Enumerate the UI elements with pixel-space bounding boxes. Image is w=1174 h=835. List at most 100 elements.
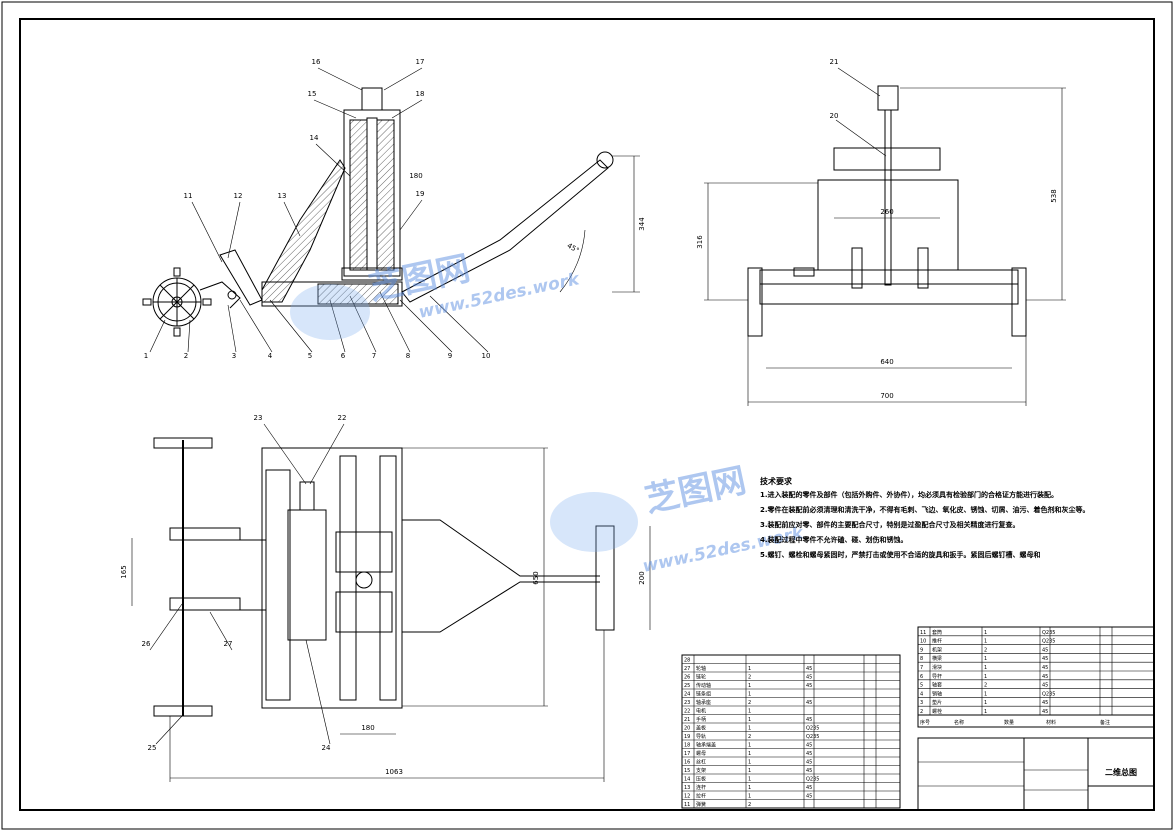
top-side-plate (265, 469, 291, 701)
angle-arc (559, 229, 586, 293)
part-label-16: 16 (312, 58, 321, 66)
bom-no: 15 (684, 768, 690, 774)
bom-no: 21 (684, 717, 690, 723)
inner-border (19, 18, 1155, 811)
part-label-3: 3 (232, 352, 236, 360)
bom-name: 手柄 (696, 716, 706, 723)
bom-mat: 45 (806, 743, 812, 749)
part-label-5: 5 (308, 352, 312, 360)
tech-req-5: 5.螺钉、螺栓和螺母紧固时，严禁打击或使用不合适的旋具和扳手。紧固后螺钉槽、螺母… (760, 550, 1041, 559)
bom-qty: 1 (748, 785, 751, 791)
bom-name: 轴承端盖 (696, 742, 716, 749)
bom-name: 轮轴 (696, 665, 706, 672)
bom-no: 11 (684, 802, 690, 808)
side-rod (884, 109, 892, 286)
part-label-26: 26 (142, 640, 151, 648)
top-carriage-1 (335, 531, 393, 573)
bom-name: 弹簧 (696, 801, 706, 808)
dimension-handle: 200 (638, 571, 646, 584)
part-label-11: 11 (184, 192, 193, 200)
bom-header-qty: 数量 (1004, 719, 1014, 726)
drawing-title: 二维总图 (1105, 767, 1137, 777)
link-arm-2 (199, 281, 241, 309)
bom-no: 24 (684, 692, 690, 698)
part-label-17: 17 (416, 58, 425, 66)
bom-mat: 45 (1042, 683, 1048, 689)
bom-mat: 45 (1042, 665, 1048, 671)
bom-no: 18 (684, 743, 690, 749)
top-sprocket-1 (169, 527, 241, 541)
bom-qty: 1 (984, 656, 987, 662)
part-label-7: 7 (372, 352, 376, 360)
bom-no: 25 (684, 683, 690, 689)
part-label-12: 12 (234, 192, 243, 200)
dimension-small: 180 (361, 724, 374, 732)
side-post-right (1011, 267, 1027, 337)
side-motor (793, 267, 815, 277)
side-frame-lower (759, 283, 1019, 305)
top-motor (299, 481, 315, 511)
bom-mat: 45 (1042, 656, 1048, 662)
bom-qty: 1 (748, 794, 751, 800)
side-tine-left (851, 247, 863, 289)
bom-mat: Q235 (1042, 630, 1055, 636)
bom-no: 6 (920, 674, 923, 680)
bom-qty: 1 (984, 700, 987, 706)
bom-mat: 45 (806, 768, 812, 774)
part-label-6: 6 (341, 352, 346, 360)
bom-qty: 1 (748, 760, 751, 766)
bom-mat: 45 (1042, 709, 1048, 715)
bom-mat: 45 (1042, 700, 1048, 706)
bom-no: 19 (684, 734, 690, 740)
dimension-frame-length: 650 (532, 571, 540, 584)
handle-grip (596, 151, 614, 169)
bom-no: 14 (684, 777, 690, 783)
bom-qty: 1 (984, 709, 987, 715)
bom-no: 22 (684, 709, 690, 715)
bom-name: 盖板 (696, 725, 706, 732)
side-view (704, 85, 1066, 406)
dimension-inner: 180 (409, 172, 422, 180)
bom-mat: 45 (806, 785, 812, 791)
part-label-19: 19 (416, 190, 425, 198)
tech-req-3: 3.装配前应对零、部件的主要配合尺寸，特别是过盈配合尺寸及相关精度进行复查。 (760, 520, 1020, 529)
bom-name: 机架 (932, 646, 942, 653)
bom-no: 8 (920, 656, 923, 662)
bom-qty: 1 (748, 743, 751, 749)
top-view (131, 437, 651, 782)
wheel-lugs (142, 267, 212, 337)
dimension-spacing: 165 (120, 565, 128, 578)
bom-name: 丝杠 (696, 759, 706, 766)
bom-name: 横梁 (932, 655, 942, 662)
bom-name: 螺母 (696, 750, 706, 757)
part-label-4: 4 (268, 352, 273, 360)
part-label-20: 20 (830, 112, 839, 120)
column-foot (341, 267, 403, 281)
part-label-10: 10 (482, 352, 491, 360)
front-view (142, 87, 640, 337)
bom-header-name: 名称 (954, 719, 964, 726)
bom-row: 8 横梁 1 45 (920, 655, 1048, 662)
bom-no: 26 (684, 675, 690, 681)
bom-header-mat: 材料 (1046, 719, 1056, 726)
bom-row: 18 轴承端盖 1 45 (684, 742, 812, 749)
bom-mat: 45 (1042, 674, 1048, 680)
bom-no: 12 (684, 794, 690, 800)
bom-mat: 45 (806, 666, 812, 672)
top-bearing (355, 571, 373, 589)
bom-row: 28 (684, 658, 690, 664)
